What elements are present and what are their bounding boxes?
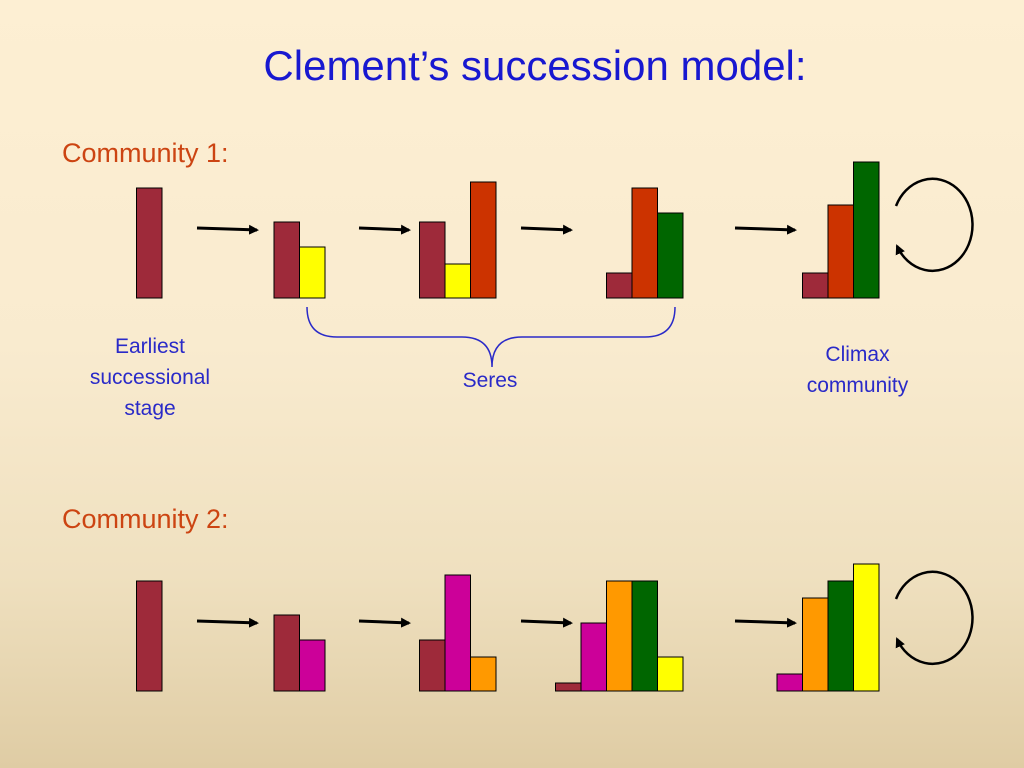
community-1-arrow-3: [520, 224, 573, 235]
community-2-arrow-3: [520, 617, 573, 628]
community-1-cycle-arrow: [894, 177, 974, 273]
community-2-stage-4-bar-1: [555, 682, 582, 692]
community-2-arrow-2: [358, 617, 411, 628]
community-1-stage-4-bar-3: [657, 212, 684, 299]
community-2-stage-3-bar-1: [419, 639, 446, 692]
community-2-stage-3-bar-3: [470, 656, 497, 692]
community-2-stage-2-bar-1: [273, 614, 300, 692]
community-2-stage-5-bar-1: [776, 673, 803, 692]
community-1-label: Community 1:: [62, 138, 229, 168]
caption-earliest-line-3: stage: [124, 397, 176, 420]
community-2-stage-4-bar-4: [631, 580, 658, 692]
community-1-stage-5-bar-2: [827, 204, 854, 299]
community-2-stage-5-bar-2: [802, 597, 829, 692]
caption-climax-line-2: community: [806, 374, 909, 397]
community-2-stage-4-bar-3: [606, 580, 633, 692]
community-2-stage-4-bar-5: [657, 656, 684, 692]
community-1-stage-2-bar-1: [273, 221, 300, 299]
community-1-stage-5-bar-3: [853, 161, 880, 299]
community-1-stage-3-bar-3: [470, 181, 497, 299]
community-1-stage-4-bar-1: [606, 272, 633, 299]
community-1-arrow-2: [358, 224, 411, 235]
community-1-arrow-4: [734, 224, 797, 235]
caption-earliest-stage: Earliest successional stage: [60, 331, 240, 424]
community-2-stage-5-bar-3: [827, 580, 854, 692]
slide-title: Clement’s succession model:: [263, 42, 807, 89]
community-1-stage-5-bar-1: [802, 272, 829, 299]
community-1-arrow-1: [196, 224, 259, 235]
community-2-cycle-arrow: [894, 570, 974, 666]
community-1-stage-3-bar-2: [444, 263, 471, 299]
caption-earliest-line-2: successional: [89, 366, 211, 389]
community-1-stage-3-bar-1: [419, 221, 446, 299]
community-2-arrow-4: [734, 617, 797, 628]
caption-climax-community: Climax community: [770, 339, 945, 401]
community-1-stage-1-bar-1: [136, 187, 163, 299]
community-2-stage-1-bar-1: [136, 580, 163, 692]
caption-seres: Seres: [462, 369, 518, 392]
caption-climax-line-1: Climax: [825, 343, 890, 366]
community-1-stage-2-bar-2: [299, 246, 326, 299]
community-2-stage-3-bar-2: [444, 574, 471, 692]
community-1-stage-4-bar-2: [631, 187, 658, 299]
seres-brace: [306, 306, 676, 368]
community-2-stage-2-bar-2: [299, 639, 326, 692]
community-2-stage-5-bar-4: [853, 563, 880, 692]
community-2-label: Community 2:: [62, 504, 229, 534]
community-2-arrow-1: [196, 617, 259, 628]
caption-earliest-line-1: Earliest: [114, 335, 186, 358]
community-2-stage-4-bar-2: [580, 622, 607, 692]
